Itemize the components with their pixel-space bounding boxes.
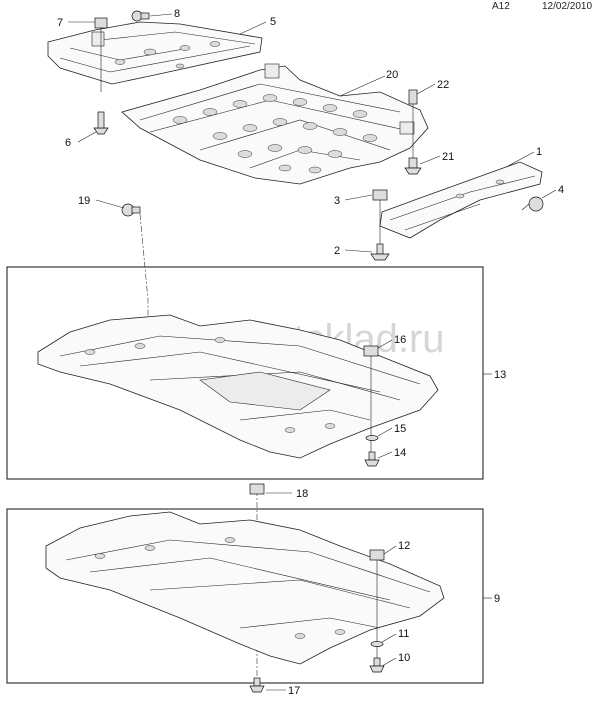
bolt-2 [370, 243, 390, 261]
diagram-date: 12/02/2010 [542, 1, 593, 12]
bolt-17 [249, 677, 265, 693]
callout-17: 17 [288, 685, 300, 697]
callout-9: 9 [494, 593, 500, 605]
callout-2: 2 [334, 245, 340, 257]
bolt-14 [364, 451, 380, 467]
callout-3: 3 [334, 195, 340, 207]
callout-21: 21 [442, 151, 454, 163]
callout-20: 20 [386, 69, 398, 81]
clip-3 [372, 189, 388, 250]
callout-10: 10 [398, 652, 410, 664]
bolt-10 [369, 657, 385, 673]
callout-14: 14 [394, 447, 406, 459]
bolt-21 [404, 157, 422, 175]
callout-4: 4 [558, 184, 564, 196]
nut-8 [131, 10, 150, 22]
callout-5: 5 [270, 16, 276, 28]
leader-lines [68, 13, 557, 691]
callout-18: 18 [296, 488, 308, 500]
assembly-13-shield [37, 314, 439, 459]
nut-22 [408, 89, 418, 160]
clip-7 [94, 17, 108, 92]
assembly-13-frame [6, 266, 484, 480]
push-pin-19 [121, 203, 141, 217]
callout-15: 15 [394, 423, 406, 435]
side-rail-part [379, 161, 543, 239]
callout-12: 12 [398, 540, 410, 552]
front-shield-part [47, 21, 263, 85]
main-shield-part [121, 63, 429, 185]
washer-15 [365, 435, 379, 441]
main-shield-holes [172, 94, 378, 174]
callout-labels: 7 8 5 6 20 22 21 1 4 3 2 19 16 13 15 14 … [57, 8, 564, 697]
callout-6: 6 [65, 137, 71, 149]
callout-22: 22 [437, 79, 449, 91]
callout-1: 1 [536, 146, 542, 158]
diagram-code: A12 [492, 1, 510, 12]
bolt-6 [93, 111, 109, 135]
washer-11 [370, 641, 384, 647]
callout-19: 19 [78, 195, 90, 207]
clip-16 [363, 345, 379, 460]
callout-11: 11 [398, 628, 409, 640]
callout-16: 16 [394, 334, 406, 346]
callout-7: 7 [57, 17, 63, 29]
callout-8: 8 [174, 8, 180, 20]
assembly-9-frame [6, 508, 484, 684]
clip-18 [249, 483, 265, 495]
callout-13: 13 [494, 369, 506, 381]
push-pin-4 [521, 196, 544, 212]
assembly-9-shield [45, 511, 445, 665]
